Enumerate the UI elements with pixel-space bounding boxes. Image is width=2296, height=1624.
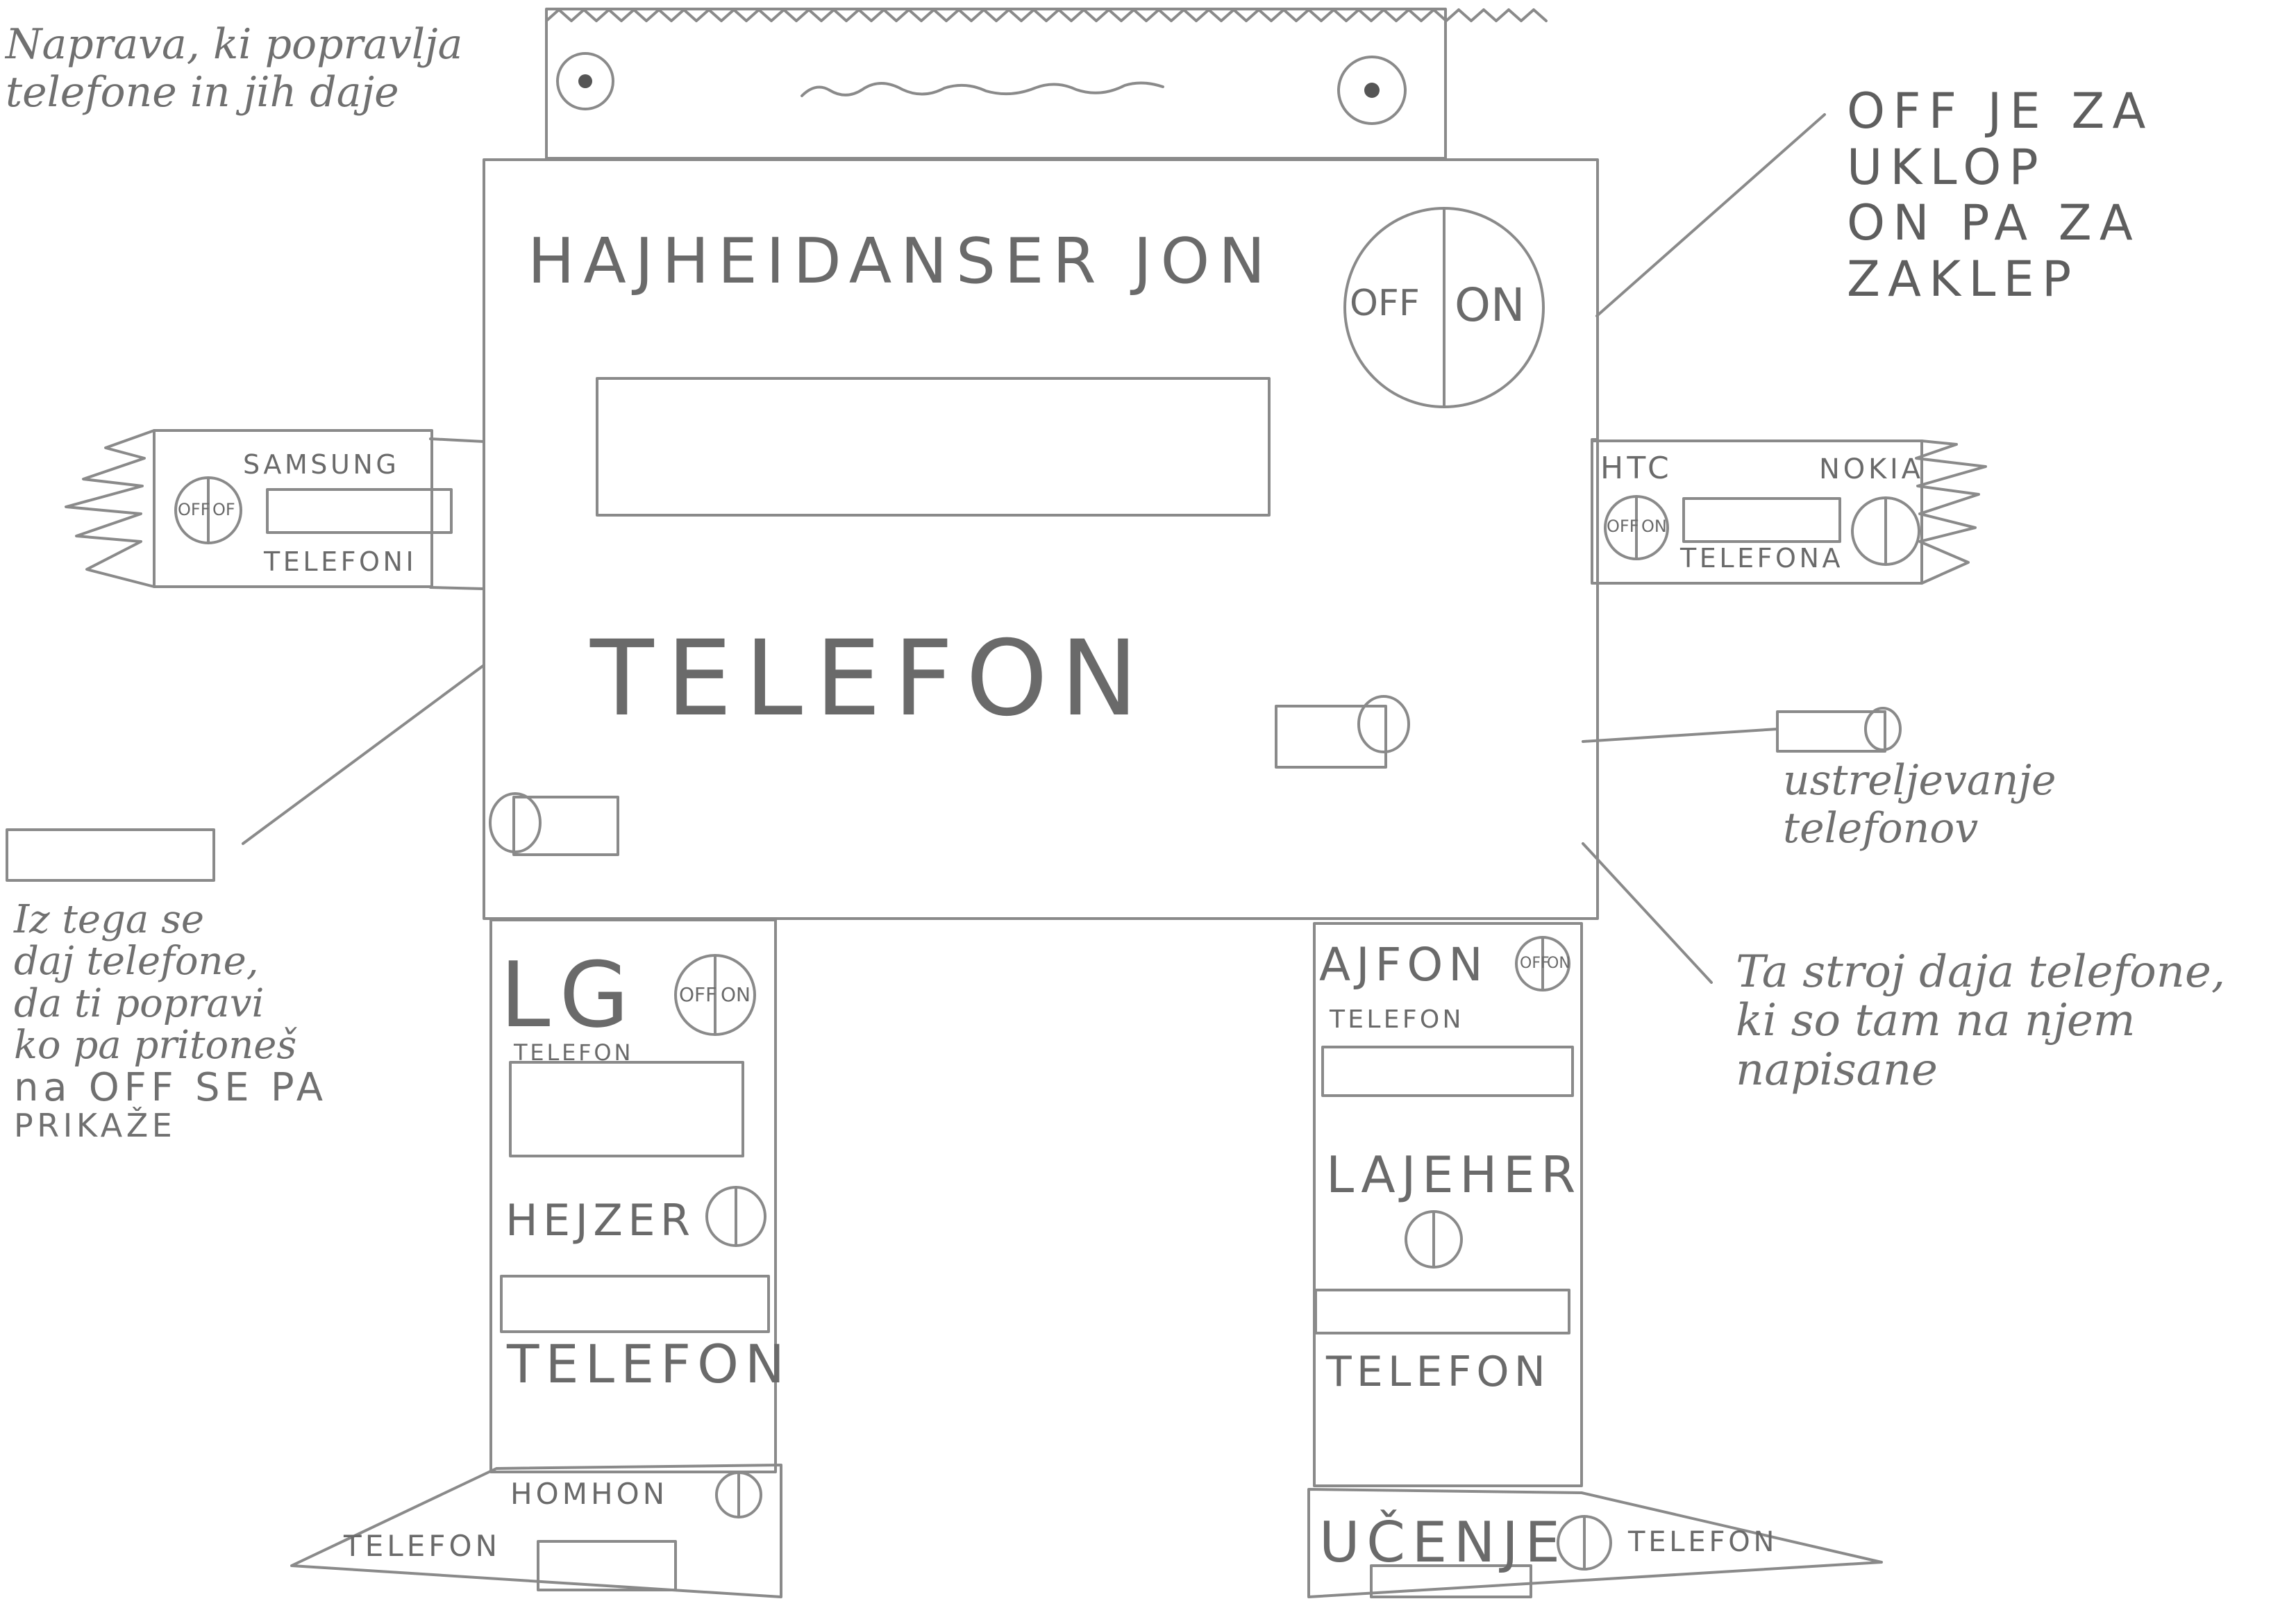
- right-leg: [1313, 922, 1583, 1487]
- right-leg-switch-off[interactable]: OFF: [1520, 955, 1550, 972]
- right-eye: [1337, 56, 1407, 125]
- right-arm-brand-1: HTC: [1600, 451, 1673, 486]
- shoot-note: ustreljevanje telefonov: [1783, 756, 2056, 853]
- left-foot: [290, 1464, 782, 1598]
- right-leg-brand-2: LAJEHER: [1326, 1146, 1582, 1204]
- left-eye: [556, 52, 614, 110]
- robot-head: [545, 8, 1548, 160]
- mouth: [801, 81, 1164, 97]
- right-arm-label: TELEFONA: [1680, 543, 1844, 574]
- right-arm-switch-off[interactable]: OFF: [1607, 517, 1639, 536]
- left-leg-switch-off[interactable]: OFF: [679, 983, 717, 1006]
- right-foot-brand: UČENJE: [1319, 1510, 1567, 1575]
- slot-note: Iz tega se daj telefone, da ti popravi k…: [14, 897, 328, 1145]
- main-label: TELEFON: [590, 619, 1151, 739]
- left-leg: [489, 919, 777, 1473]
- shoot-tube-left: [512, 796, 619, 856]
- machine-note: Ta stroj daja telefone, ki so tam na nje…: [1736, 946, 2226, 1096]
- left-foot-label: TELEFON: [344, 1529, 501, 1563]
- main-switch-off[interactable]: OFF: [1350, 283, 1420, 324]
- left-leg-label-1: TELEFON: [514, 1039, 634, 1066]
- left-arm-brand: SAMSUNG: [243, 449, 400, 480]
- main-switch-on[interactable]: ON: [1455, 278, 1525, 332]
- left-leg-brand-1: LG: [500, 942, 639, 1048]
- right-arm: [1591, 438, 1987, 585]
- left-foot-brand: HOMHON: [510, 1477, 669, 1511]
- main-display: [596, 377, 1271, 517]
- left-arm-switch-on[interactable]: OF: [212, 500, 235, 519]
- robot-body: [483, 158, 1599, 920]
- shoot-tube-right: [1275, 705, 1387, 769]
- right-arm-brand-2: NOKIA: [1819, 453, 1924, 485]
- left-arm-switch-off[interactable]: OFF: [178, 500, 210, 519]
- right-arm-switch-on[interactable]: ON: [1641, 517, 1667, 536]
- right-foot: [1307, 1488, 1883, 1598]
- main-title: HAJHEIDANSER JON: [528, 225, 1274, 298]
- right-foot-label: TELEFON: [1628, 1526, 1778, 1558]
- output-slot: [6, 828, 215, 882]
- left-leg-brand-2: HEJZER: [505, 1195, 696, 1246]
- left-arm-label: TELEFONI: [264, 546, 417, 577]
- left-arm: [65, 429, 485, 590]
- right-leg-switch-on[interactable]: ON: [1547, 955, 1570, 972]
- top-note: Naprava, ki popravlja telefone in jih da…: [6, 20, 463, 117]
- left-leg-switch-on[interactable]: ON: [721, 983, 751, 1006]
- right-leg-label-2: TELEFON: [1326, 1348, 1550, 1396]
- left-arm-display: [266, 488, 453, 534]
- left-leg-label-2: TELEFON: [507, 1333, 791, 1395]
- switch-note: OFF JE ZA UKLOP ON PA ZA ZAKLEP: [1847, 83, 2154, 308]
- right-arm-display: [1682, 497, 1841, 543]
- right-leg-label-1: TELEFON: [1330, 1005, 1464, 1034]
- right-leg-brand-1: AJFON: [1319, 938, 1489, 991]
